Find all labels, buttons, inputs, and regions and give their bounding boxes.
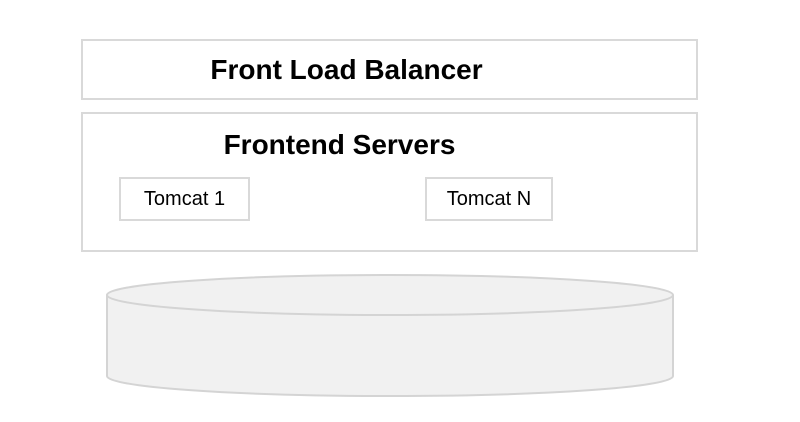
frontend-servers-box: Frontend Servers Tomcat 1 Tomcat N	[81, 112, 698, 252]
load-balancer-box: Front Load Balancer	[81, 39, 698, 100]
tomcat-n-label: Tomcat N	[446, 187, 532, 210]
load-balancer-label: Front Load Balancer	[210, 53, 483, 85]
cylinder-body	[106, 274, 674, 397]
node-tomcat-n: Tomcat N	[425, 177, 553, 221]
tomcat-1-label: Tomcat 1	[143, 187, 226, 210]
frontend-servers-label: Frontend Servers	[223, 129, 456, 160]
database-cylinder-shape	[106, 274, 674, 397]
cylinder-top-rim	[106, 294, 674, 316]
node-tomcat-1: Tomcat 1	[119, 177, 250, 221]
